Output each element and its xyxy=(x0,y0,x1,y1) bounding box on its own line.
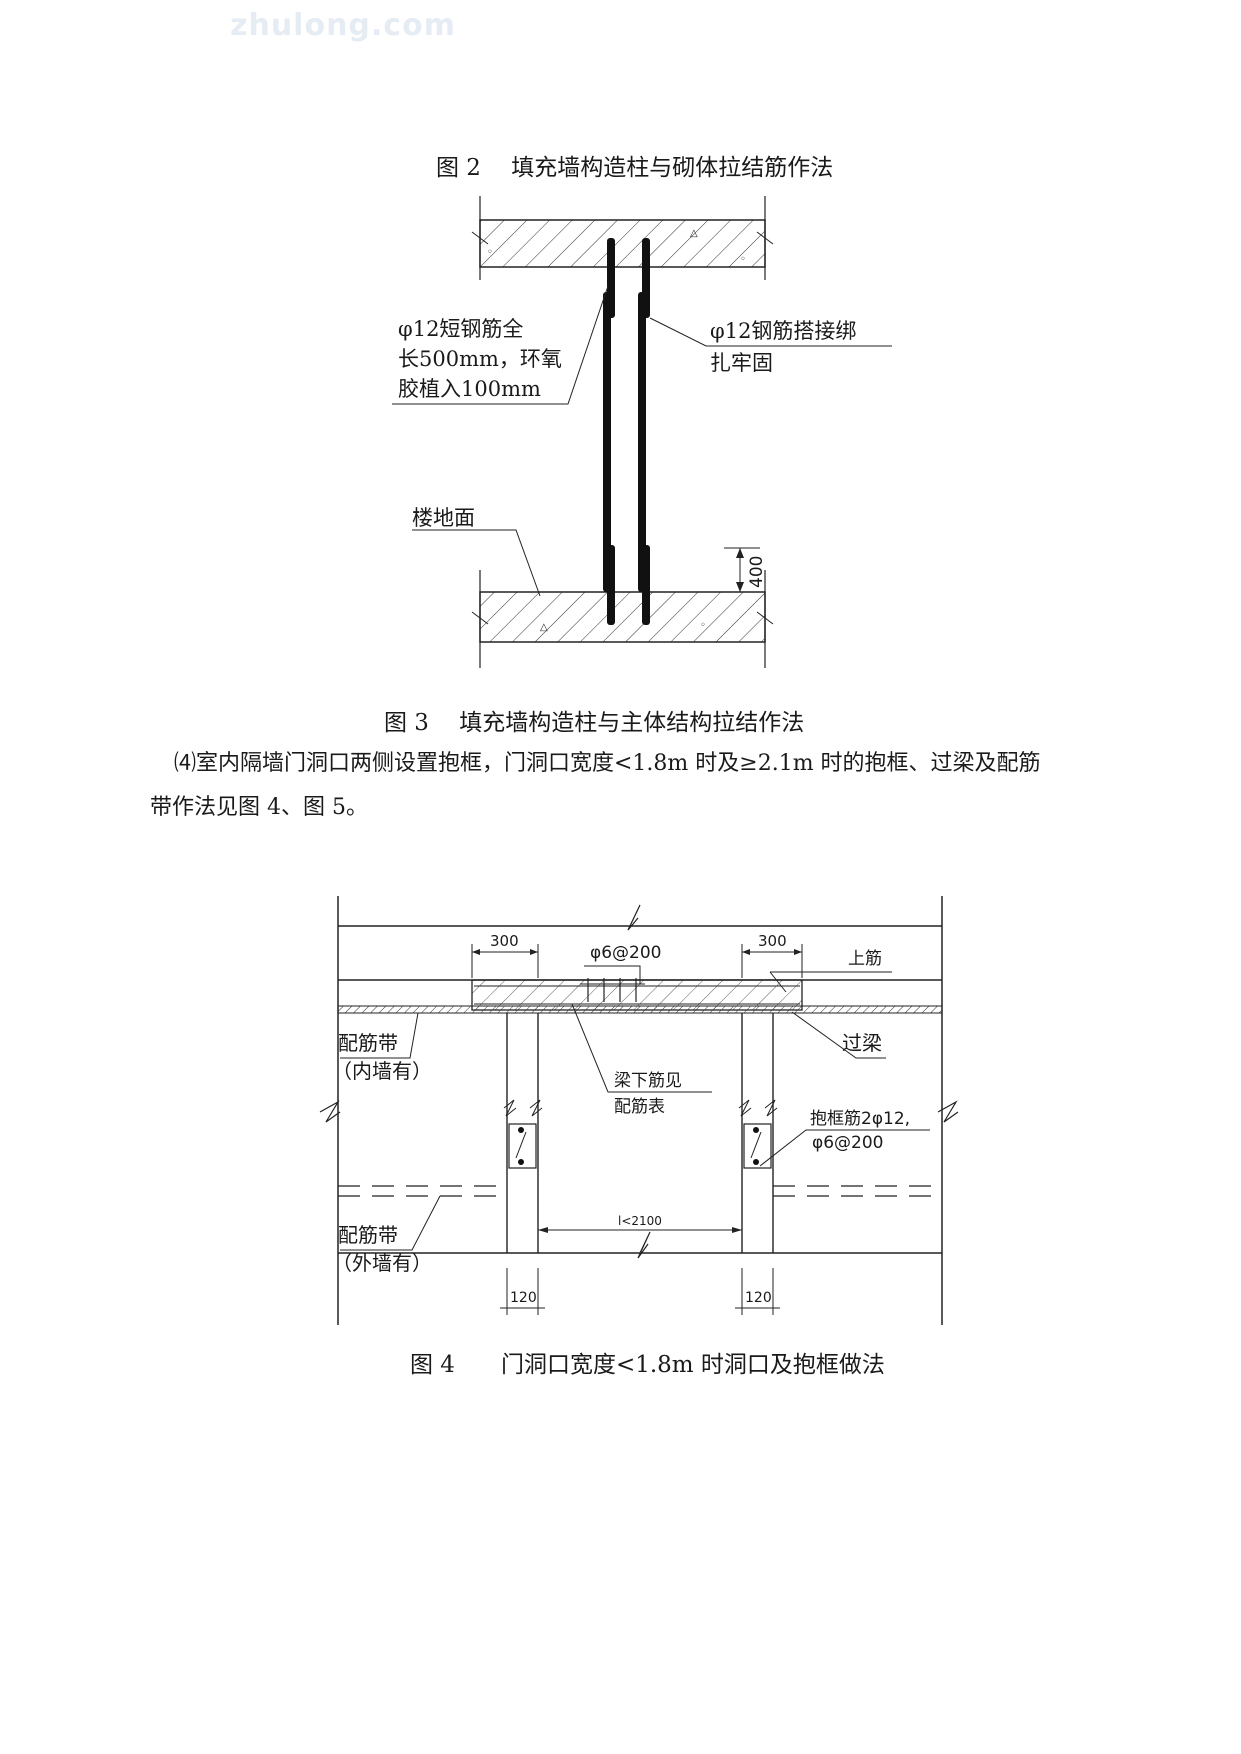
dimension-top-right: 300 xyxy=(741,932,803,978)
paragraph-line-2: 带作法见图 4、图 5。 xyxy=(150,795,368,820)
leader-band-outer xyxy=(340,1195,441,1251)
label-band-outer-1: 配筋带 xyxy=(338,1223,398,1247)
leader-left xyxy=(392,285,609,405)
rebar-left xyxy=(603,238,615,625)
svg-text:◦: ◦ xyxy=(487,247,493,258)
paragraph: ⑷室内隔墙门洞口两侧设置抱框，门洞口宽度<1.8m 时及≥2.1m 时的抱框、过… xyxy=(150,742,1110,830)
label-lap-bar-line2: 扎牢固 xyxy=(710,351,773,375)
dim-120-left: 120 xyxy=(510,1290,537,1306)
svg-text:◦: ◦ xyxy=(700,620,706,631)
dimension-opening: l<2100 xyxy=(538,1214,742,1233)
bottom-slab: △ ◦ xyxy=(471,570,774,668)
label-band-inner-1: 配筋带 xyxy=(338,1031,398,1055)
leader-right xyxy=(649,317,892,347)
dim-400-text: 400 xyxy=(747,556,767,588)
dim-opening-text: l<2100 xyxy=(618,1214,662,1228)
lintel-beam xyxy=(471,978,803,1011)
leader-bottom-bar xyxy=(571,1003,712,1093)
reinforcement-band-inner xyxy=(337,1005,943,1014)
leader-floor xyxy=(412,529,541,597)
jamb-right xyxy=(738,1013,778,1253)
figure-4-caption: 图 4 门洞口宽度<1.8m 时洞口及抱框做法 xyxy=(410,1352,885,1378)
jamb-left xyxy=(503,1013,543,1253)
dimension-400: 400 xyxy=(724,547,767,592)
label-frame-bar-2: φ6@200 xyxy=(812,1133,883,1153)
figure-3-caption: 图 3 填充墙构造柱与主体结构拉结作法 xyxy=(384,710,805,736)
wall-outline xyxy=(319,896,959,1325)
label-stirrup: φ6@200 xyxy=(590,943,661,963)
label-frame-bar-1: 抱框筋2φ12, xyxy=(810,1109,910,1129)
dim-120-right: 120 xyxy=(745,1290,772,1306)
leader-top-bar-diag xyxy=(769,971,787,993)
label-lintel: 过梁 xyxy=(842,1031,882,1055)
leader-lintel xyxy=(791,1011,886,1059)
label-top-bar: 上筋 xyxy=(848,949,882,969)
top-slab: ◦ △ ◦ xyxy=(471,196,774,280)
label-lap-bar-line1: φ12钢筋搭接绑 xyxy=(710,319,856,343)
label-band-inner-2: （内墙有） xyxy=(332,1059,432,1083)
label-short-bar-line1: φ12短钢筋全 xyxy=(398,317,523,341)
label-bottom-bar-1: 梁下筋见 xyxy=(614,1071,682,1091)
svg-text:△: △ xyxy=(540,622,548,633)
dimension-bottom-left: 120 xyxy=(500,1268,545,1315)
dim-300-right: 300 xyxy=(758,932,787,950)
leader-frame-bar xyxy=(759,1129,930,1167)
dim-300-left: 300 xyxy=(490,932,519,950)
label-band-outer-2: （外墙有） xyxy=(332,1251,432,1275)
label-bottom-bar-2: 配筋表 xyxy=(614,1097,665,1117)
svg-text:◦: ◦ xyxy=(740,254,746,265)
svg-text:△: △ xyxy=(690,228,698,239)
dimension-bottom-right: 120 xyxy=(735,1268,780,1315)
label-short-bar-line2: 长500mm，环氧 xyxy=(398,347,562,371)
label-floor: 楼地面 xyxy=(412,506,475,530)
label-short-bar-line3: 胶植入100mm xyxy=(398,377,541,401)
watermark: zhulong.com xyxy=(230,8,456,43)
paragraph-line-1: ⑷室内隔墙门洞口两侧设置抱框，门洞口宽度<1.8m 时及≥2.1m 时的抱框、过… xyxy=(174,751,1041,776)
leader-band-inner xyxy=(340,1012,419,1059)
figure-2-caption: 图 2 填充墙构造柱与砌体拉结筋作法 xyxy=(436,155,834,181)
dimension-top-left: 300 xyxy=(471,932,539,978)
reinforcement-band-outer xyxy=(338,1185,942,1197)
rebar-right xyxy=(638,238,650,625)
leader-stirrup xyxy=(584,965,641,984)
